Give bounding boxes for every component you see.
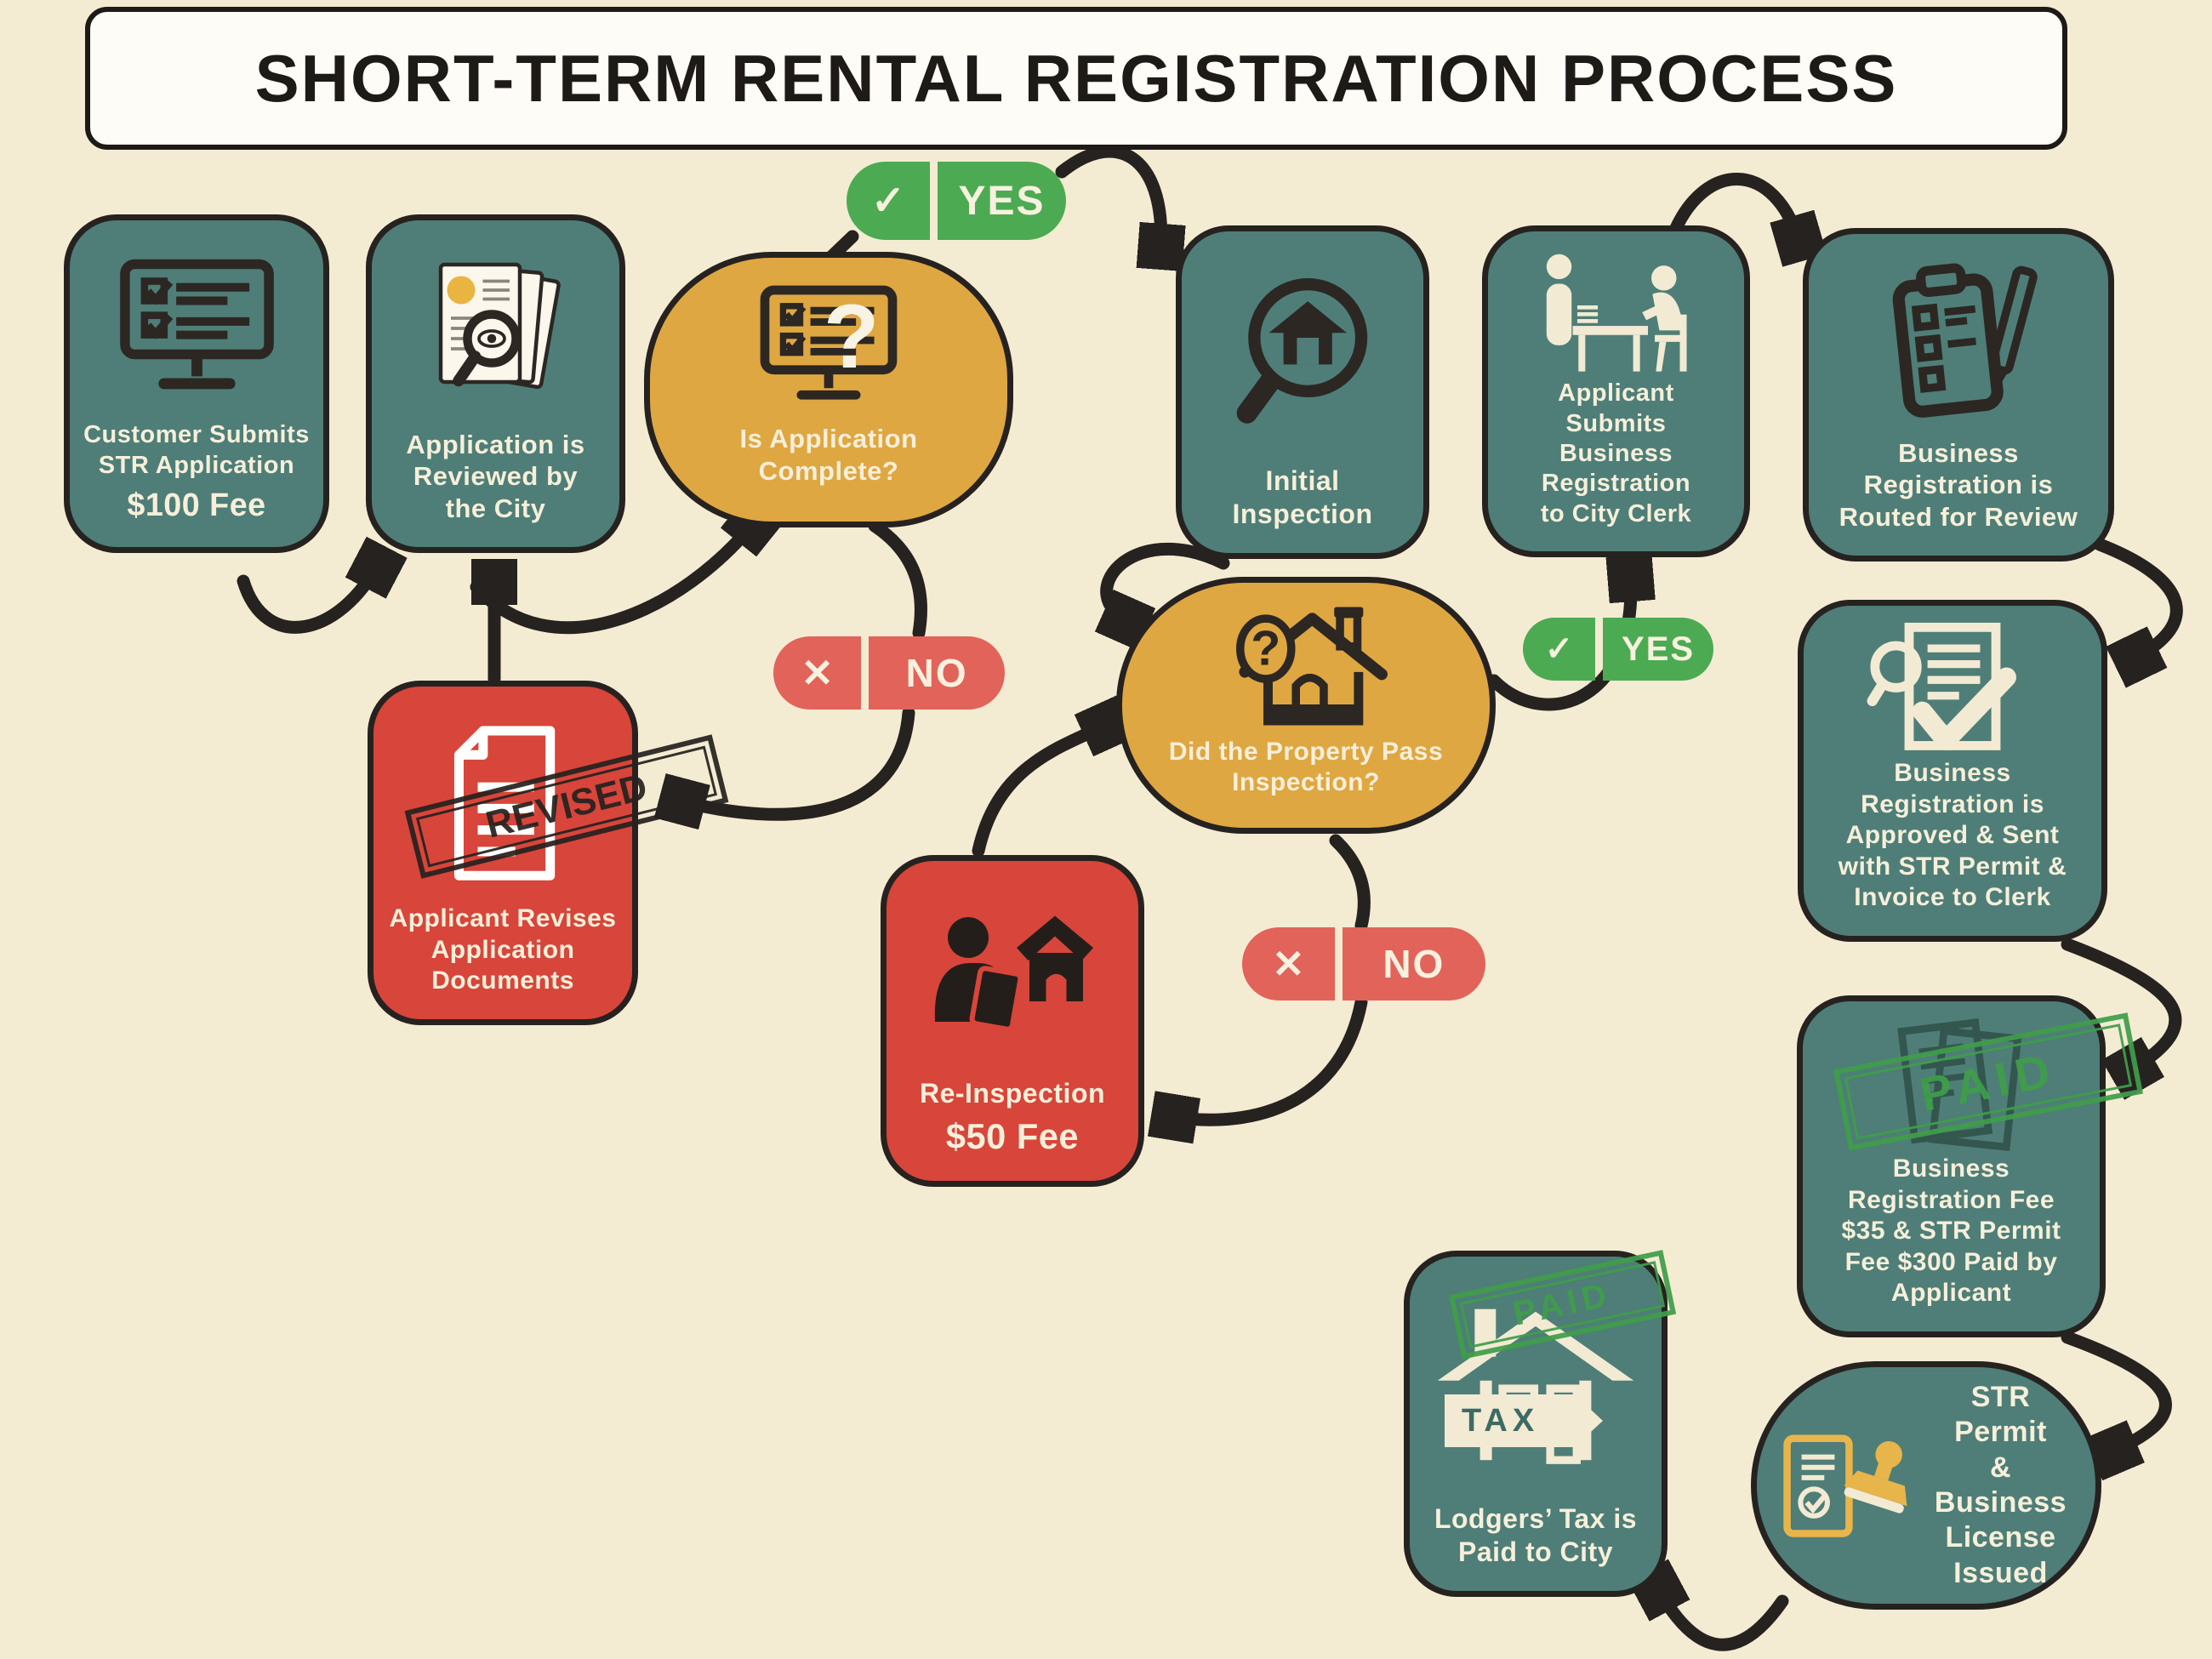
fee-amount: $100 Fee	[127, 487, 266, 523]
node-label: Business Registration is Approved & Sent…	[1838, 759, 2067, 912]
node-permit-issued: STR Permit & Business License Issued	[1751, 1361, 2101, 1610]
title-box: SHORT-TERM RENTAL REGISTRATION PROCESS	[85, 7, 2067, 150]
node-label: Customer Submits STR Application $100 Fe…	[83, 420, 310, 525]
arrow-yes-to-inspection	[1055, 145, 1161, 254]
question-mark-glyph: ?	[824, 285, 879, 387]
node-label: STR Permit & Business License Issued	[1934, 1380, 2067, 1589]
clerk-desk-people-icon	[1520, 245, 1712, 379]
arrow-reinspection-to-pass	[972, 723, 1111, 858]
arrow-routed-to-approved	[2093, 538, 2183, 660]
monitor-checklist-icon	[105, 234, 288, 420]
node-label: Application is Reviewed by the City	[406, 429, 585, 524]
clipboard-pencil-icon	[1869, 248, 2048, 437]
arrow-fees-to-permit	[2061, 1331, 2172, 1453]
documents-paid-stamp-icon: PAID	[1833, 1012, 2143, 1154]
node-label: Lodgers’ Tax is Paid to City	[1434, 1502, 1638, 1567]
node-label: Initial Inspection	[1232, 465, 1373, 529]
cross-icon: ✕	[1242, 927, 1335, 1001]
house-question-icon: ?	[1198, 596, 1415, 737]
node-application-reviewed: Application is Reviewed by the City	[366, 214, 625, 553]
badge-yes-passed-inspection: ✓ YES	[1523, 618, 1713, 681]
node-initial-inspection: Initial Inspection	[1176, 225, 1429, 559]
node-label: Is Application Complete?	[739, 424, 918, 487]
connector-complete-to-no	[868, 519, 927, 640]
node-applicant-submits-registration: Applicant Submits Business Registration …	[1482, 225, 1750, 557]
node-customer-submits: Customer Submits STR Application $100 Fe…	[64, 214, 329, 553]
node-label: Business Registration Fee $35 & STR Perm…	[1841, 1154, 2061, 1308]
arrow-clerk-to-routed	[1665, 173, 1800, 245]
node-label: Applicant Submits Business Registration …	[1540, 379, 1692, 527]
arrow-submit-to-review	[237, 562, 379, 634]
document-check-magnifier-icon	[1863, 619, 2042, 758]
arrow-permit-to-tax	[1656, 1584, 1789, 1651]
check-icon: ✓	[1523, 618, 1596, 681]
inspector-house-icon	[917, 875, 1109, 1077]
node-lodgers-tax: TAX PAID Lodgers’ Tax is Paid to City	[1404, 1250, 1677, 1597]
check-icon: ✓	[847, 162, 931, 240]
node-fees-paid: PAID Business Registration Fee $35 & STR…	[1797, 995, 2143, 1337]
node-label: Applicant Revises Application Documents	[389, 904, 617, 995]
node-registration-routed: Business Registration is Routed for Revi…	[1803, 228, 2114, 562]
badge-no-passed-inspection: ✕ NO	[1242, 927, 1485, 1001]
node-label: Business Registration is Routed for Revi…	[1839, 437, 2078, 533]
node-label: Did the Property Pass Inspection?	[1168, 737, 1444, 797]
badge-no-application-complete: ✕ NO	[773, 636, 1005, 710]
page-title: SHORT-TERM RENTAL REGISTRATION PROCESS	[254, 40, 1898, 116]
arrow-inspection-to-pass	[1107, 542, 1230, 623]
node-applicant-revises: REVISED Applicant Revises Application Do…	[368, 681, 728, 1025]
cross-icon: ✕	[773, 636, 862, 710]
magnifier-house-icon	[1211, 245, 1394, 465]
node-re-inspection: Re-Inspection $50 Fee	[881, 855, 1144, 1187]
arrow-no-to-reinspection	[1167, 995, 1368, 1120]
documents-magnifier-eye-icon	[413, 234, 579, 429]
arrow-approved-to-fees	[2061, 938, 2182, 1072]
fee-amount: $50 Fee	[945, 1116, 1080, 1157]
monitor-question-icon: ?	[731, 271, 926, 423]
question-mark-glyph: ?	[1251, 622, 1280, 676]
connector-pass-to-no	[1329, 834, 1371, 932]
arrow-pass-yes-to-clerk	[1487, 572, 1631, 711]
node-property-pass-inspection: ? Did the Property Pass Inspection?	[1116, 577, 1496, 834]
tax-tag: TAX	[1445, 1394, 1603, 1447]
arrow-no-to-revises	[676, 706, 915, 814]
node-is-application-complete: ? Is Application Complete?	[644, 252, 1013, 527]
document-revised-stamp-icon: REVISED	[404, 700, 728, 904]
node-label: Re-Inspection $50 Fee	[920, 1077, 1105, 1159]
arrow-review-to-complete	[470, 519, 757, 635]
license-stamp-icon	[1772, 1422, 1921, 1549]
badge-yes-application-complete: ✓ YES	[847, 162, 1066, 240]
node-registration-approved: Business Registration is Approved & Sent…	[1798, 600, 2107, 942]
tax-house-paid-icon: TAX PAID	[1429, 1250, 1677, 1502]
